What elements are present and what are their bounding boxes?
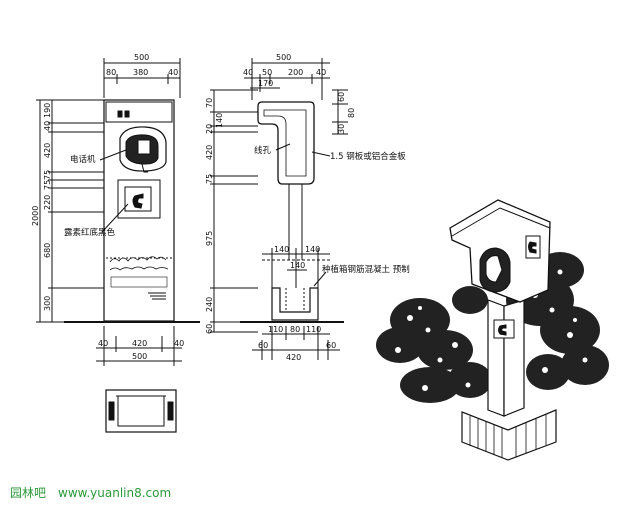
front-bottom-width: 500 <box>132 352 147 361</box>
label-concrete: 种植箱钢筋混凝土 预制 <box>322 264 410 275</box>
plan-view-inner <box>117 395 165 427</box>
handset-icon <box>132 193 144 209</box>
side-sub-dim: 170 <box>258 79 273 88</box>
side-v-420: 420 <box>205 145 214 160</box>
side-foot-seg-1: 60 <box>258 341 268 350</box>
side-top-width: 500 <box>276 53 291 62</box>
front-v-40: 40 <box>43 121 52 131</box>
front-v-190: 190 <box>43 103 52 118</box>
label-color: 露素红底黑色 <box>64 227 116 238</box>
side-right-80: 80 <box>347 108 356 118</box>
side-right-30: 30 <box>337 124 346 134</box>
front-plants <box>109 256 169 271</box>
side-v-240: 240 <box>205 297 214 312</box>
front-v-220: 220 <box>43 195 52 210</box>
side-base-seg-1: 110 <box>268 325 283 334</box>
persp-handset-icon <box>498 324 507 336</box>
side-v-20: 20 <box>205 124 214 134</box>
label-phone: 电话机 <box>70 154 96 165</box>
plan-view-right-block <box>167 401 174 421</box>
front-slot-right <box>124 110 130 118</box>
front-sign-inner <box>124 186 152 212</box>
side-v-70: 70 <box>205 98 214 108</box>
front-phone-shell <box>119 126 167 172</box>
persp-planter-slats <box>469 414 547 458</box>
persp-post-side <box>503 299 525 417</box>
foliage <box>376 252 609 403</box>
side-v-75: 75 <box>205 174 214 184</box>
front-top-seg-1: 80 <box>106 68 116 77</box>
side-v-140: 140 <box>215 113 224 128</box>
front-v-680: 680 <box>43 243 52 258</box>
front-phone-hook <box>141 163 148 173</box>
side-top-seg-4: 40 <box>316 68 326 77</box>
front-bottom-seg-1: 40 <box>98 339 108 348</box>
side-v-60: 60 <box>205 324 214 334</box>
persp-booth-roof-line <box>451 207 551 237</box>
front-sign-panel <box>117 179 161 219</box>
side-top-seg-3: 200 <box>288 68 303 77</box>
label-hole: 线孔 <box>254 145 272 156</box>
perspective-view <box>376 199 609 461</box>
front-top-seg-3: 40 <box>168 68 178 77</box>
side-foot-seg-2: 420 <box>286 353 301 362</box>
front-planter-rim <box>110 276 168 288</box>
front-top-panel <box>105 101 173 123</box>
side-top-seg-2: 50 <box>262 68 272 77</box>
front-v-420: 420 <box>43 143 52 158</box>
front-bottom-seg-2: 420 <box>132 339 147 348</box>
front-view: 500 80 380 40 <box>31 53 200 433</box>
persp-planter-rim <box>461 409 557 431</box>
front-total-height: 2000 <box>31 206 40 226</box>
front-v-75a: 75 <box>43 170 52 180</box>
front-top-seg-2: 380 <box>133 68 148 77</box>
front-top-width: 500 <box>134 53 149 62</box>
front-bottom-seg-3: 40 <box>174 339 184 348</box>
side-base-seg-2: 80 <box>290 325 300 334</box>
side-top-seg-1: 40 <box>243 68 253 77</box>
side-planter-section <box>271 287 319 321</box>
side-v-975: 975 <box>205 231 214 246</box>
label-plate: 1.5 钢板或铝合金板 <box>330 151 406 162</box>
side-booth-profile <box>257 101 315 185</box>
foliage-highlights <box>395 269 588 391</box>
side-foot-seg-3: 60 <box>326 341 336 350</box>
side-right-60: 60 <box>337 92 346 102</box>
side-view: 500 40 50 200 40 170 60 80 30 <box>205 53 410 362</box>
watermark: 园林吧 www.yuanlin8.com <box>10 484 183 501</box>
front-v-75b: 75 <box>43 180 52 190</box>
watermark-url[interactable]: www.yuanlin8.com <box>58 486 172 500</box>
persp-side-handset-icon <box>528 241 537 254</box>
front-slot-left <box>117 110 123 118</box>
persp-post-front <box>487 299 505 417</box>
plan-view-left-block <box>108 401 115 421</box>
side-post-dim-1: 140 <box>274 245 289 254</box>
persp-sign <box>493 319 515 339</box>
persp-booth-inner <box>485 255 503 283</box>
front-phone-screen <box>137 139 151 155</box>
plan-view-outer <box>105 389 177 433</box>
front-v-300: 300 <box>43 296 52 311</box>
side-booth-inner <box>263 109 307 177</box>
side-inner-dim: 140 <box>290 261 305 270</box>
watermark-site-name: 园林吧 <box>10 486 47 500</box>
side-post-dim-2: 140 <box>305 245 320 254</box>
side-base-seg-3: 110 <box>306 325 321 334</box>
